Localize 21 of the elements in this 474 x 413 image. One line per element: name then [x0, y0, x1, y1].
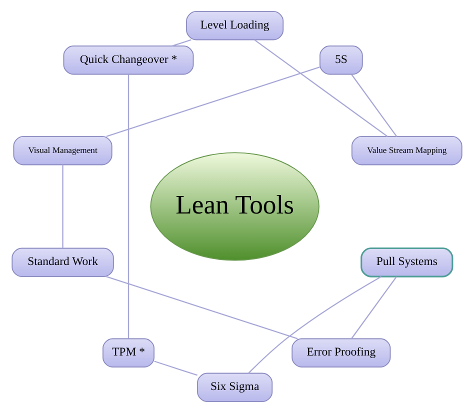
connector: [62, 164, 64, 248]
node-box: 5S: [320, 46, 363, 75]
node-box: Six Sigma: [197, 372, 273, 402]
connector: [154, 360, 198, 376]
connector: [128, 74, 130, 339]
node-box: Level Loading: [186, 10, 284, 40]
connector: [248, 276, 382, 374]
connector: [254, 39, 388, 137]
node-box: Standard Work: [12, 248, 114, 277]
node-box: Value Stream Mapping: [351, 136, 462, 166]
connector: [350, 276, 397, 340]
node-box: Pull Systems: [360, 247, 454, 278]
connector: [106, 276, 298, 340]
connector: [351, 74, 398, 137]
connector: [172, 39, 192, 47]
node-box: Quick Changeover *: [63, 46, 194, 75]
node-box: Visual Management: [13, 136, 112, 166]
node-box: TPM *: [102, 338, 154, 368]
node-box: Error Proofing: [292, 338, 391, 368]
node-ellipse: Lean Tools: [150, 152, 320, 261]
connector: [106, 66, 320, 137]
